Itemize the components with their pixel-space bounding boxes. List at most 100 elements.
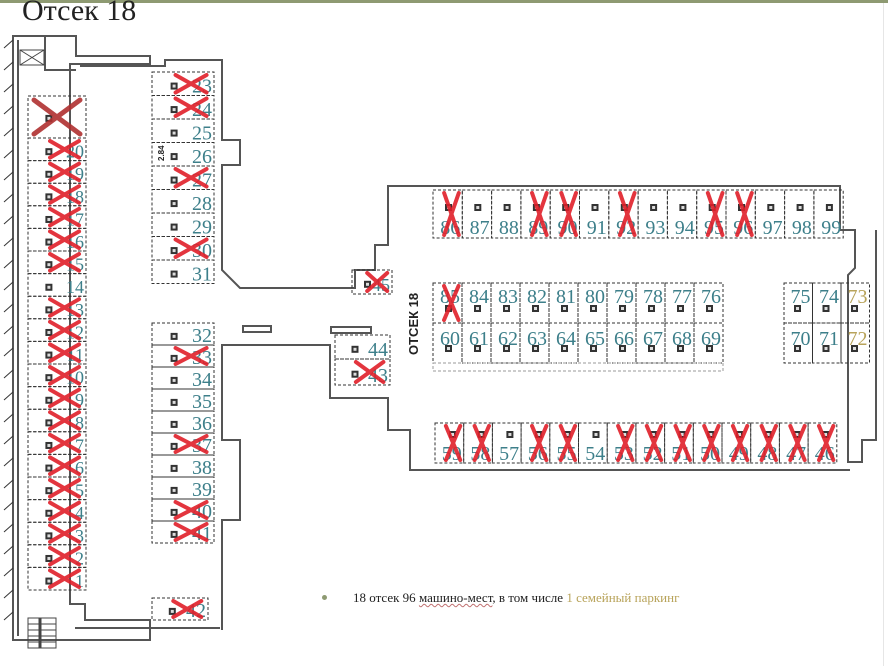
parking-space[interactable]: 36 [151,410,215,435]
parking-space[interactable]: 66 [606,322,637,364]
parking-space[interactable]: 54 [578,422,608,465]
sensor-icon-inner [172,334,176,338]
parking-space[interactable]: 93 [637,189,668,239]
taken-cross-icon [48,478,82,499]
parking-space[interactable]: 60 [432,322,463,364]
taken-cross-icon [48,455,82,476]
space-number: 60 [440,328,460,350]
taken-cross-icon [31,97,83,137]
parking-space[interactable]: 88 [491,189,522,239]
sensor-icon-inner [47,172,51,176]
taken-cross-icon [442,191,461,237]
space-outline [519,322,550,364]
parking-space[interactable]: 83 [490,282,521,324]
parking-space[interactable]: 76 [693,282,724,324]
parking-space[interactable]: 99 [813,189,844,239]
parking-space[interactable] [27,95,87,139]
sensor-icon-inner [172,532,176,536]
parking-space[interactable]: 72 [840,322,870,364]
parking-space[interactable]: 82 [519,282,550,324]
space-outline [434,422,465,464]
parking-space[interactable]: 62 [490,322,521,364]
space-number: 29 [192,217,212,239]
parking-space[interactable]: 67 [635,322,666,364]
taken-cross-icon [48,568,82,589]
parking-space[interactable]: 87 [461,189,493,239]
wall-hatch [3,457,14,467]
parking-space[interactable]: 28 [151,189,215,216]
parking-space[interactable]: 14 [27,273,87,298]
space-outline [577,282,608,324]
plan-label: ОТСЕК 18 [406,293,421,355]
sensor-icon-inner [172,84,176,88]
page-title: Отсек 18 [22,0,137,27]
parking-space[interactable]: 61 [461,322,492,364]
parking-space[interactable]: 79 [606,282,637,324]
parking-space[interactable]: 63 [519,322,550,364]
parking-space[interactable]: 80 [577,282,608,324]
parking-space[interactable]: 64 [548,322,579,364]
space-number: 14 [66,277,84,297]
space-outline [637,189,668,239]
parking-space[interactable]: 73 [840,282,870,324]
parking-space[interactable]: 6 [27,453,87,478]
space-number: 81 [556,286,576,308]
parking-space[interactable]: 97 [754,189,786,239]
parking-space[interactable]: 98 [784,189,815,239]
parking-space[interactable]: 77 [664,282,695,324]
taken-cross-icon [48,161,82,183]
space-outline [491,422,522,464]
space-number: 44 [368,339,388,361]
parking-space[interactable]: 32 [151,322,215,347]
parking-space[interactable]: 2 [27,544,87,569]
wall-hatch [3,39,14,49]
sensor-icon-inner [592,307,595,310]
space-outline [696,189,727,239]
space-number: 3 [75,526,84,546]
parking-space[interactable]: 69 [693,322,724,364]
parking-space[interactable]: 7 [27,431,87,456]
taken-cross-icon [48,342,82,363]
parking-space[interactable]: 9 [27,386,87,411]
parking-space[interactable]: 44 [334,334,391,361]
taken-cross-icon [173,237,209,259]
parking-space[interactable]: 34 [151,366,215,391]
space-outline [606,422,637,464]
parking-space[interactable]: 5 [27,476,87,501]
parking-space[interactable]: 91 [579,189,610,239]
space-number: 6 [75,458,84,478]
caption-text-3: , в том числе [492,590,567,605]
parking-space[interactable]: 38 [151,454,215,479]
parking-space[interactable]: 84 [461,282,492,324]
parking-space[interactable]: 39 [151,476,215,501]
parking-space[interactable]: 65 [577,322,608,364]
wall-hatch [3,303,14,313]
parking-space[interactable]: 31 [151,259,215,286]
space-number: 54 [585,443,605,465]
space-outline [606,322,637,364]
parking-space[interactable]: 94 [666,189,698,239]
parking-space[interactable]: 81 [548,282,579,324]
sensor-icon-inner [47,263,51,267]
parking-space[interactable]: 74 [812,282,842,324]
parking-space[interactable]: 4 [27,499,87,524]
parking-space[interactable]: 3 [27,521,87,546]
space-outline [692,422,723,464]
parking-space[interactable]: 8 [27,408,87,433]
sensor-icon-inner [172,466,176,470]
sensor-icon-inner [47,421,51,425]
parking-space[interactable]: 68 [664,322,695,364]
space-outline [432,189,463,239]
taken-cross-icon [673,424,692,462]
parking-space[interactable]: 78 [635,282,666,324]
parking-space[interactable]: 35 [151,388,215,413]
space-outline [666,189,698,239]
parking-space[interactable]: 29 [151,212,215,239]
parking-space[interactable]: 57 [491,422,522,465]
parking-space[interactable]: 75 [783,282,813,324]
parking-space[interactable]: 25 [151,118,215,145]
parking-space[interactable]: 1 [27,566,87,591]
taken-cross-icon [48,206,82,228]
parking-space[interactable]: 71 [812,322,842,364]
parking-space[interactable]: 70 [783,322,813,364]
